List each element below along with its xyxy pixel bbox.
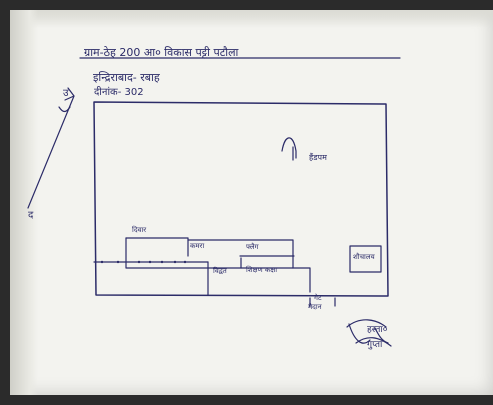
room-label-wall: दिवार <box>132 226 147 234</box>
outer-boundary <box>93 101 389 297</box>
header-subtitle-line: इन्द्रिराबाद- रबाह <box>93 71 160 84</box>
north-arrow-line <box>27 95 75 209</box>
toilet-box <box>349 245 382 273</box>
site-plan-drawing <box>27 57 401 347</box>
header-title-line: ग्राम-ठेह 200 आ० विकास पट्टी पटौला <box>84 46 239 59</box>
room-label-classroom: शिक्षण कक्षा <box>246 266 278 274</box>
room-label-flag: फ्लैग <box>246 243 259 251</box>
paper-sheet: ग्राम-ठेह 200 आ० विकास पट्टी पटौला इन्द्… <box>10 10 493 395</box>
building-outline <box>125 237 311 293</box>
paper-left-curl <box>10 10 38 395</box>
header-date-line: दीनांक- 302 <box>94 87 144 98</box>
paper-top-shadow <box>10 10 493 28</box>
room-label-toilet: शौचालय <box>353 253 375 261</box>
room-label-electricity: विद्वत <box>213 267 227 275</box>
signature-stroke-1 <box>346 319 387 328</box>
room-label-room: कमरा <box>190 242 205 250</box>
north-marker-bottom: द <box>28 210 34 221</box>
north-marker-top: उ <box>63 88 69 99</box>
signature-line-2: गुप्ता <box>367 340 383 350</box>
handpump-symbol <box>281 137 297 159</box>
handpump-label: हैंडपम <box>309 153 327 162</box>
room-block-2 <box>187 239 294 269</box>
signature-line-1: हस्ता० <box>367 325 388 335</box>
ground-label: मैदान <box>308 303 322 311</box>
gate-label: गेट <box>314 294 322 302</box>
room-block-1 <box>125 237 189 257</box>
